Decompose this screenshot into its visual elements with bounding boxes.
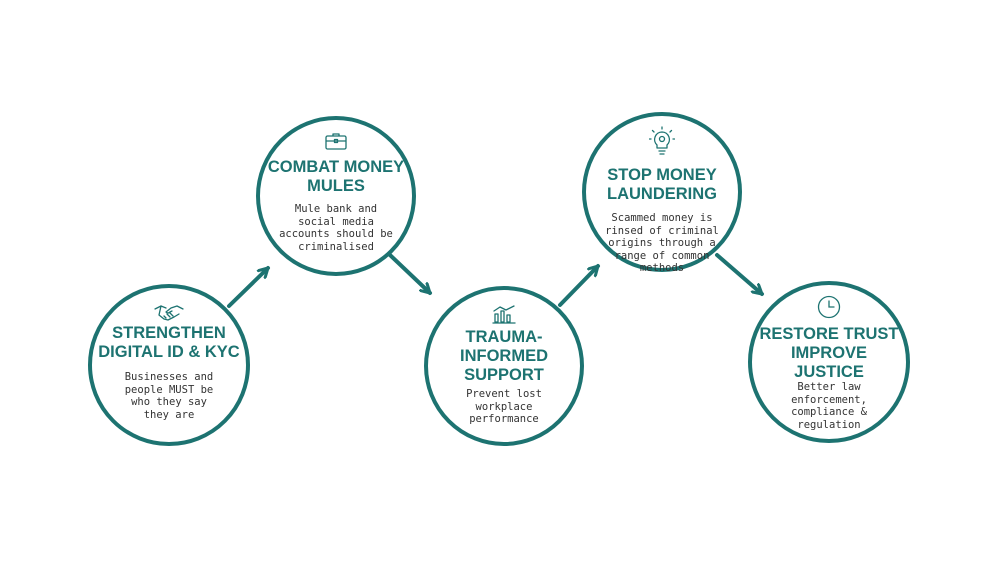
briefcase-icon [325, 132, 347, 154]
connector-arrow-3 [558, 264, 600, 307]
step-description: Businesses and people MUST be who they s… [124, 371, 214, 421]
clock-icon [817, 295, 841, 323]
step-title: RESTORE TRUST IMPROVE JUSTICE [759, 325, 899, 381]
connector-arrow-2 [388, 253, 432, 295]
step-combat-money-mules: COMBAT MONEY MULES Mule bank and social … [256, 116, 416, 276]
step-description: Scammed money is rinsed of criminal orig… [605, 212, 719, 274]
step-title: STOP MONEY LAUNDERING [607, 166, 717, 203]
connector-arrow-4 [715, 253, 764, 296]
step-description: Prevent lost workplace performance [466, 388, 542, 425]
bar-chart-icon [492, 304, 516, 328]
step-description: Better law enforcement, compliance & reg… [791, 381, 867, 431]
connector-arrow-1 [227, 266, 270, 308]
step-stop-money-laundering: STOP MONEY LAUNDERING Scammed money is r… [582, 112, 742, 274]
step-restore-trust: RESTORE TRUST IMPROVE JUSTICE Better law… [748, 281, 910, 443]
step-title: STRENGTHEN DIGITAL ID & KYC [98, 324, 240, 361]
step-title: TRAUMA- INFORMED SUPPORT [460, 328, 548, 384]
handshake-icon [154, 302, 184, 326]
step-strengthen-digital-id: STRENGTHEN DIGITAL ID & KYC Businesses a… [88, 284, 250, 446]
step-trauma-informed-support: TRAUMA- INFORMED SUPPORT Prevent lost wo… [424, 286, 584, 446]
lightbulb-icon [648, 126, 676, 160]
step-title: COMBAT MONEY MULES [267, 158, 405, 195]
step-description: Mule bank and social media accounts shou… [279, 203, 393, 253]
